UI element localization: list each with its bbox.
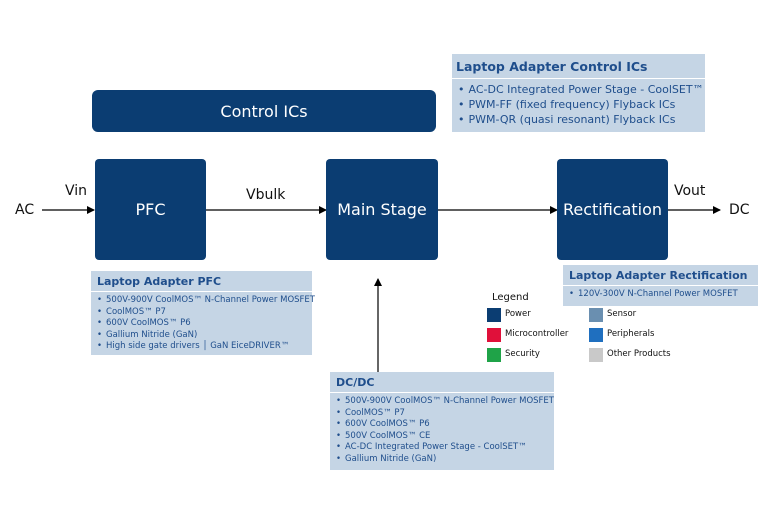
panel-divider [563, 285, 758, 286]
list-item: AC-DC Integrated Power Stage - CoolSET™ [336, 442, 554, 454]
list-item: 600V CoolMOS™ P6 [336, 419, 554, 431]
list-item: 600V CoolMOS™ P6 [97, 318, 312, 330]
list-item: Gallium Nitride (GaN) [97, 330, 312, 342]
rectification-block: Rectification [557, 159, 668, 260]
list-item: High side gate drivers │ GaN EiceDRIVER™ [97, 341, 312, 353]
list-item: 500V-900V CoolMOS™ N-Channel Power MOSFE… [97, 295, 315, 307]
control-ics-block: Control ICs [92, 90, 436, 132]
panel-dcdc: DC/DC 500V-900V CoolMOS™ N-Channel Power… [330, 372, 554, 470]
list-item: 120V-300V N-Channel Power MOSFET [569, 289, 758, 301]
panel-divider [330, 392, 554, 393]
legend-swatch-peripherals [589, 328, 603, 342]
list-item: CoolMOS™ P7 [97, 307, 312, 319]
panel-title: DC/DC [336, 376, 375, 389]
list-item: 500V-900V CoolMOS™ N-Channel Power MOSFE… [336, 396, 554, 408]
legend-swatch-security [487, 348, 501, 362]
list-item: AC-DC Integrated Power Stage - CoolSET™ [458, 82, 705, 97]
panel-control-ics: Laptop Adapter Control ICs AC-DC Integra… [452, 54, 705, 132]
legend-label-sensor: Sensor [607, 309, 637, 319]
panel-divider [91, 291, 312, 292]
label-ac: AC [15, 202, 35, 218]
main-stage-block: Main Stage [326, 159, 438, 260]
label-vout: Vout [674, 183, 706, 199]
list-item: PWM-QR (quasi resonant) Flyback ICs [458, 112, 705, 127]
panel-list: AC-DC Integrated Power Stage - CoolSET™ … [452, 82, 705, 127]
panel-list: 500V-900V CoolMOS™ N-Channel Power MOSFE… [330, 396, 554, 465]
legend-title: Legend [492, 292, 529, 303]
legend-label-microcontroller: Microcontroller [505, 329, 569, 339]
pfc-block: PFC [95, 159, 206, 260]
legend-swatch-microcontroller [487, 328, 501, 342]
list-item: CoolMOS™ P7 [336, 408, 554, 420]
legend-swatch-sensor [589, 308, 603, 322]
legend-swatch-power [487, 308, 501, 322]
panel-list: 120V-300V N-Channel Power MOSFET [563, 289, 758, 301]
legend-label-security: Security [505, 349, 540, 359]
panel-title: Laptop Adapter Rectification [569, 269, 748, 282]
list-item: Gallium Nitride (GaN) [336, 454, 554, 466]
label-vbulk: Vbulk [246, 187, 286, 203]
panel-title: Laptop Adapter Control ICs [456, 59, 648, 74]
label-vin: Vin [65, 183, 88, 199]
panel-pfc: Laptop Adapter PFC 500V-900V CoolMOS™ N-… [91, 271, 315, 355]
panel-divider [452, 78, 705, 79]
legend-label-power: Power [505, 309, 531, 319]
legend-label-peripherals: Peripherals [607, 329, 655, 339]
legend-swatch-other-products [589, 348, 603, 362]
panel-rectification: Laptop Adapter Rectification 120V-300V N… [563, 265, 758, 306]
label-dc: DC [729, 202, 750, 218]
panel-list: 500V-900V CoolMOS™ N-Channel Power MOSFE… [91, 295, 315, 353]
list-item: 500V CoolMOS™ CE [336, 431, 554, 443]
list-item: PWM-FF (fixed frequency) Flyback ICs [458, 97, 705, 112]
legend-label-other-products: Other Products [607, 349, 671, 359]
panel-title: Laptop Adapter PFC [97, 275, 222, 288]
